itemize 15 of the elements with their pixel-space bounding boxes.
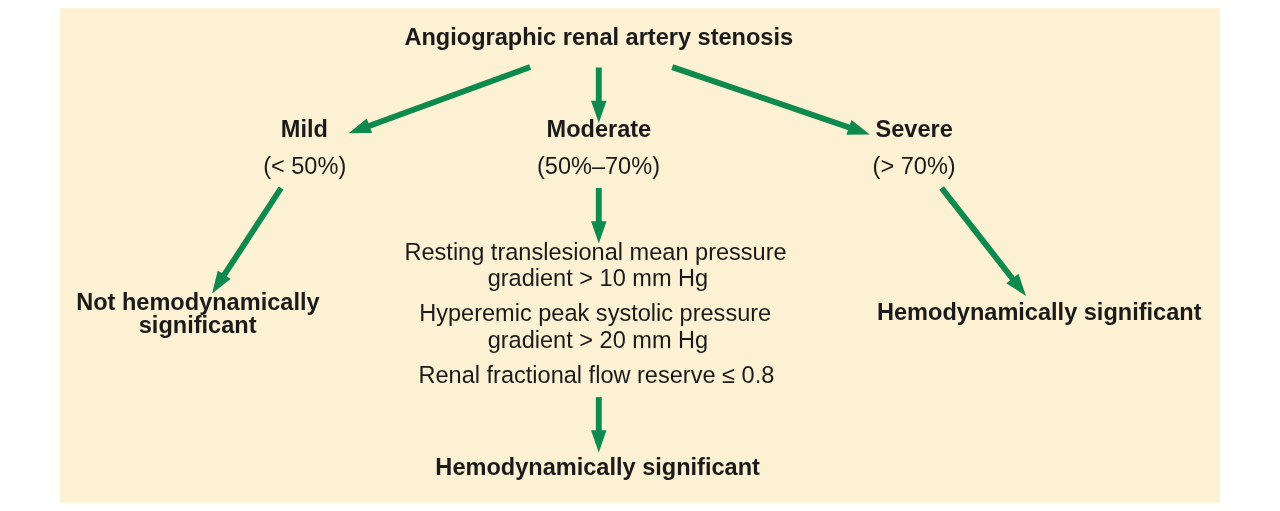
- arrow: [671, 64, 870, 135]
- arrow: [591, 188, 607, 244]
- node-text: Hemodynamically significant: [877, 298, 1202, 325]
- node-text: Hemodynamically significant: [435, 453, 760, 480]
- node-text: Resting translesional mean pressure gradient > 10 mm Hg Hyperemic peak systolic pressure gradient > 20 mm Hg Renal fractional flow reserve ≤ 0.8: [404, 238, 787, 389]
- arrow: [591, 67, 607, 123]
- node-text: Moderate (50%–70%): [536, 116, 660, 180]
- node-text: Angiographic renal artery stenosis: [404, 23, 794, 50]
- arrow: [939, 186, 1027, 296]
- arrow: [212, 186, 284, 294]
- node-text: Not hemodynamically significant: [76, 288, 320, 339]
- arrow: [348, 64, 532, 134]
- node-text: Mild (< 50%): [263, 116, 347, 180]
- arrow: [591, 397, 607, 453]
- node-text: Severe (> 70%): [872, 116, 956, 180]
